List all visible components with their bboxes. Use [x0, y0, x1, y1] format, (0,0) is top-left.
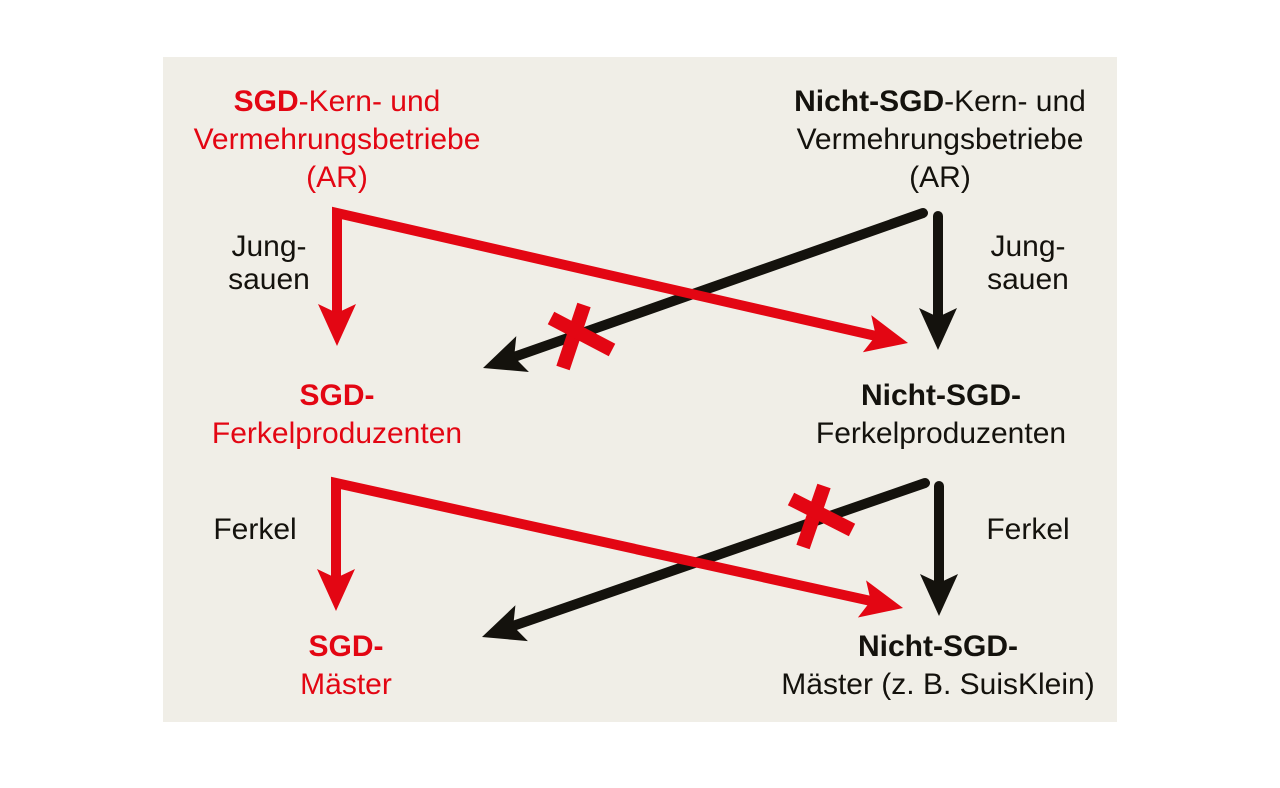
node-line: Ferkelproduzenten	[815, 417, 1067, 450]
node-nicht-sgd-ferkelproduzenten: Nicht-SGD- Ferkelproduzenten	[766, 377, 1116, 453]
node-line: Mäster (z. B. SuisKlein)	[781, 668, 1095, 701]
node-line: SGD-Kern- und	[233, 85, 441, 118]
arrow-nicht-sgd-kern-to-nicht-sgd-ferkelproduzenten	[919, 211, 957, 350]
edge-label-ferkel-left: Ferkel	[213, 513, 297, 546]
node-nicht-sgd-kern-vermehrung: Nicht-SGD-Kern- und Vermehrungsbetriebe …	[765, 83, 1115, 197]
arrows-sgd-kern-outputs	[318, 206, 913, 362]
diagram-panel	[163, 57, 1117, 722]
edge-label-jungsauen-right: Jung- sauen	[987, 230, 1069, 296]
node-line: Mäster	[300, 668, 392, 701]
node-sgd-maester: SGD- Mäster	[171, 628, 521, 704]
no-transfer-x-icon-bottom	[787, 483, 856, 550]
node-line: Vermehrungsbetriebe	[193, 123, 481, 156]
node-sgd-kern-vermehrung: SGD-Kern- und Vermehrungsbetriebe (AR)	[162, 83, 512, 197]
arrow-nicht-sgd-ferkel-to-sgd-maester-blocked	[475, 478, 930, 655]
node-nicht-sgd-maester: Nicht-SGD- Mäster (z. B. SuisKlein)	[763, 628, 1113, 704]
node-sgd-ferkelproduzenten: SGD- Ferkelproduzenten	[162, 377, 512, 453]
no-transfer-x-icon-top	[547, 302, 616, 371]
node-line: Nicht-SGD-	[861, 379, 1021, 412]
node-line: Vermehrungsbetriebe	[796, 123, 1084, 156]
edge-label-ferkel-right: Ferkel	[986, 513, 1070, 546]
arrow-nicht-sgd-ferkel-to-nicht-sgd-maester	[920, 481, 958, 616]
node-line: SGD-	[308, 630, 384, 663]
node-line: SGD-	[299, 379, 375, 412]
node-line: Ferkelproduzenten	[211, 417, 463, 450]
node-line: Nicht-SGD-	[858, 630, 1018, 663]
edge-label-jungsauen-left: Jung- sauen	[228, 230, 310, 296]
node-line: (AR)	[306, 161, 368, 194]
arrows-sgd-ferkelproduzenten-outputs	[317, 476, 908, 627]
node-line: Nicht-SGD-Kern- und	[794, 85, 1086, 118]
node-line: (AR)	[909, 161, 971, 194]
